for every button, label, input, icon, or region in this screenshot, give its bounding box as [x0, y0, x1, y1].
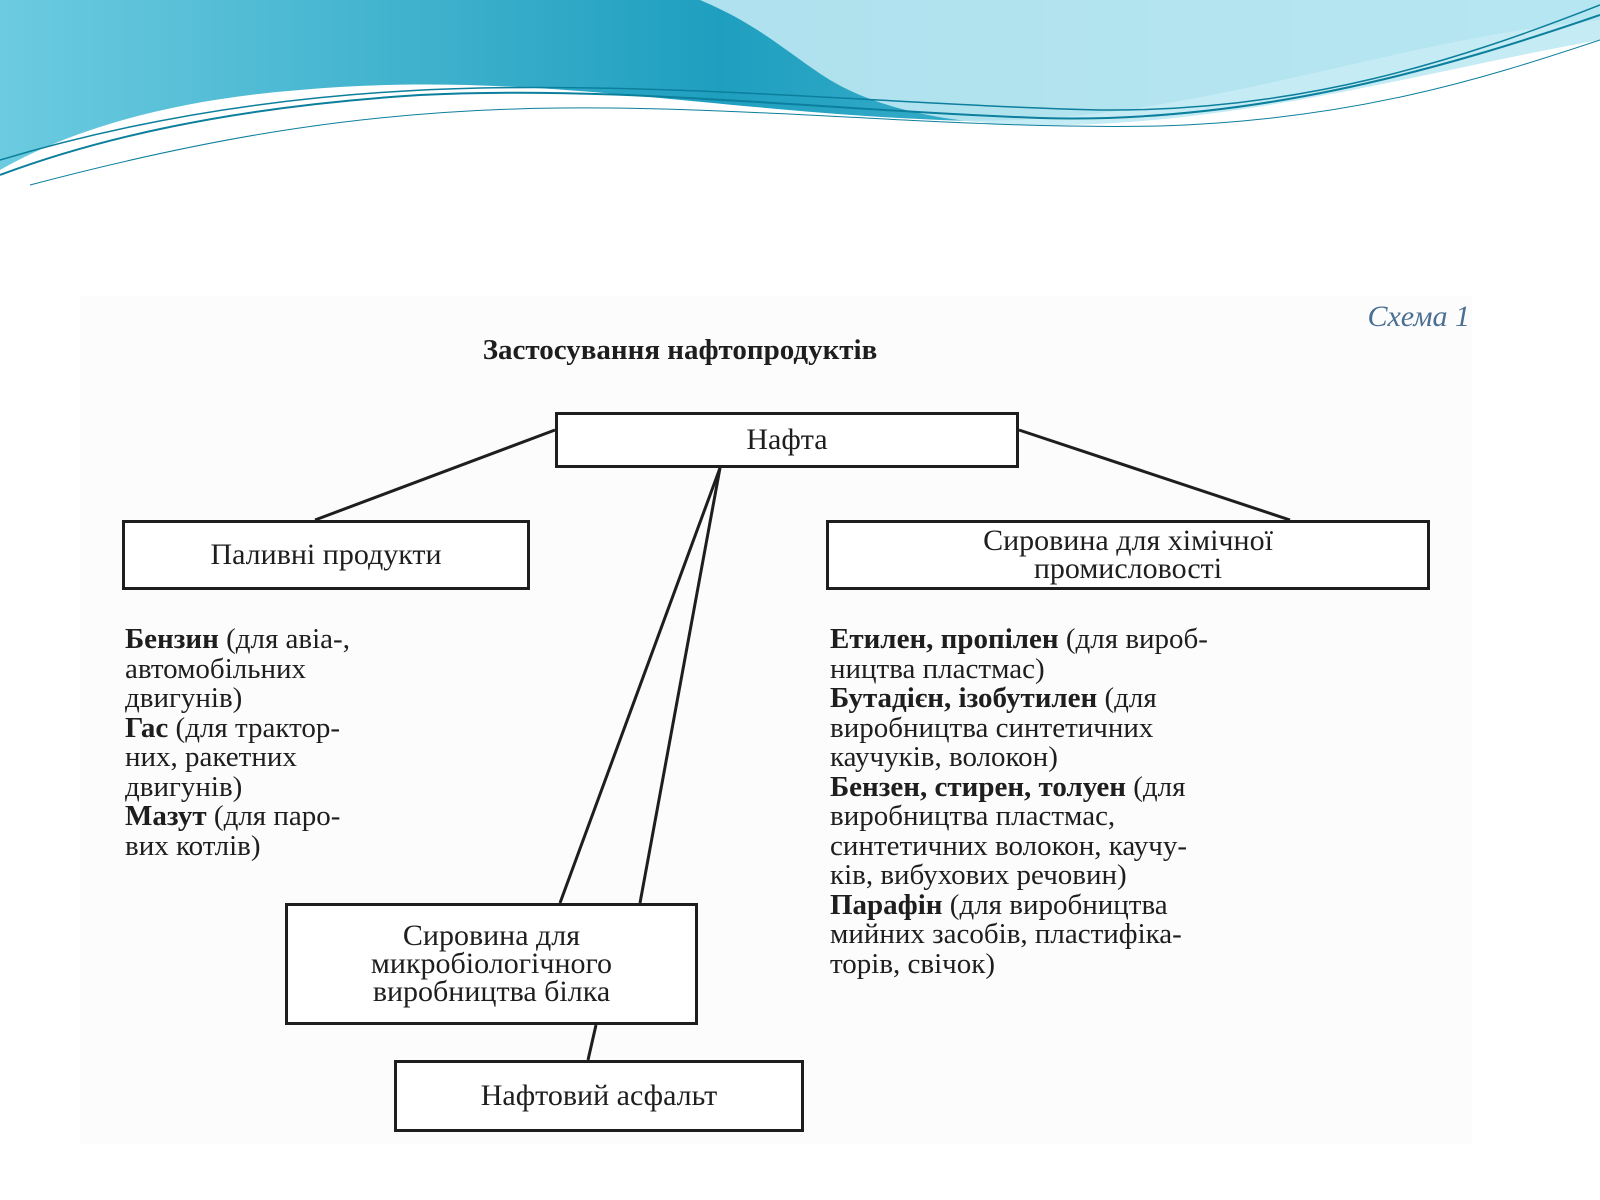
node-microbiological-raw-materials: Сировина для микробіологічного виробницт…	[285, 903, 698, 1025]
list-item: Бензен, стирен, толуен (для	[830, 770, 1186, 803]
node-chemical-label-line: Сировина для хімічної	[983, 524, 1273, 557]
wave-line-1	[0, 14, 1600, 176]
list-item: автомобільних	[125, 652, 306, 685]
node-micro-label-line: Сировина для	[402, 919, 581, 952]
list-item: вих котлів)	[125, 829, 261, 862]
list-item: ків, вибухових речовин)	[830, 859, 1127, 891]
list-item: виробництва синтетичних	[830, 711, 1154, 744]
wave-line-2	[0, 4, 1600, 161]
list-item: мийних засобів, пластифіка-	[830, 918, 1182, 950]
list-item: Етилен, пропілен (для вироб-	[830, 623, 1208, 655]
node-fuel-products-label: Паливні продукти	[210, 538, 442, 571]
list-item: Бутадієн, ізобутилен (для	[830, 682, 1157, 714]
connector-oil-micro-right	[638, 467, 722, 904]
node-micro-label-line: микробіологічного	[370, 947, 613, 980]
list-item: Бензин (для авіа-,	[125, 623, 350, 655]
node-fuel-products: Паливні продукти	[122, 520, 530, 590]
node-chemical-label-line: промисловості	[1033, 552, 1223, 585]
list-item: них, ракетних	[125, 741, 297, 773]
list-item: двигунів)	[125, 770, 243, 803]
node-oil: Нафта	[555, 412, 1019, 468]
list-item: Мазут (для паро-	[125, 800, 341, 832]
chemical-products-list: Етилен, пропілен (для вироб- ництва плас…	[830, 623, 1430, 980]
connector-oil-micro-left	[558, 467, 722, 904]
list-item: Гас (для трактор-	[125, 711, 341, 744]
connector-micro-asphalt	[586, 1024, 598, 1061]
list-item: синтетичних волокон, каучу-	[830, 829, 1188, 862]
connector-oil-fuel	[314, 428, 556, 522]
wave-band-light	[700, 0, 1600, 126]
scheme-label: Схема 1	[1367, 300, 1470, 333]
diagram-title: Застосування нафтопродуктів	[482, 334, 878, 366]
list-item: торів, свічок)	[830, 947, 995, 980]
list-item: каучуків, волокон)	[830, 741, 1058, 773]
node-micro-label-line: виробництва білка	[372, 975, 611, 1008]
node-oil-asphalt: Нафтовий асфальт	[394, 1060, 804, 1132]
node-oil-label: Нафта	[746, 423, 828, 456]
list-item: виробництва пластмас,	[830, 800, 1116, 832]
wave-line-3	[29, 39, 1600, 186]
fuel-products-list: Бензин (для авіа-, автомобільних двигуні…	[125, 623, 505, 862]
connector-oil-chem	[1018, 428, 1291, 522]
node-chemical-raw-materials: Сировина для хімічної промисловості	[826, 520, 1430, 590]
node-oil-asphalt-label: Нафтовий асфальт	[480, 1079, 718, 1112]
list-item: ництва пластмас)	[830, 652, 1045, 685]
list-item: Парафін (для виробництва	[830, 888, 1168, 921]
list-item: двигунів)	[125, 682, 243, 714]
